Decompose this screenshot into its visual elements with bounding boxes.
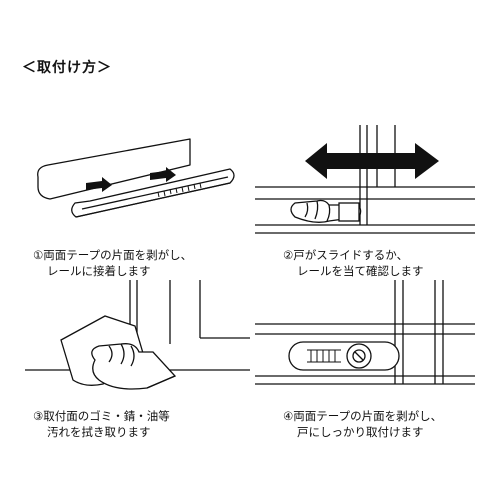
step-2-line-2: レールを当て確認します xyxy=(297,264,424,278)
door-slide-icon xyxy=(255,125,475,234)
step-1-line-1: ①両面テープの片面を剥がし、 xyxy=(33,248,193,262)
rail-tape-icon xyxy=(37,138,235,218)
step-2-caption: ②戸がスライドするか、 レールを当て確認します xyxy=(283,247,424,279)
page-title: ＜取付け方＞ xyxy=(22,60,112,76)
step-3-line-2: 汚れを拭き取ります xyxy=(47,425,151,439)
step-2-line-1: ②戸がスライドするか、 xyxy=(283,248,409,262)
step-4-line-1: ④両面テープの片面を剥がし、 xyxy=(283,409,443,423)
wipe-surface-icon xyxy=(25,280,250,390)
step-1-caption: ①両面テープの片面を剥がし、 レールに接着します xyxy=(33,247,192,279)
step-4-illustration xyxy=(255,280,475,395)
step-2-illustration xyxy=(255,125,475,240)
step-3-line-1: ③取付面のゴミ・錆・油等 xyxy=(33,409,170,423)
lock-attach-icon xyxy=(255,280,475,385)
step-1-illustration xyxy=(30,135,245,235)
step-3-caption: ③取付面のゴミ・錆・油等 汚れを拭き取ります xyxy=(33,408,170,440)
step-1-line-2: レールに接着します xyxy=(47,264,151,278)
step-3-illustration xyxy=(25,280,250,395)
step-4-caption: ④両面テープの片面を剥がし、 戸にしっかり取付けます xyxy=(283,408,442,440)
step-4-line-2: 戸にしっかり取付けます xyxy=(297,425,424,439)
